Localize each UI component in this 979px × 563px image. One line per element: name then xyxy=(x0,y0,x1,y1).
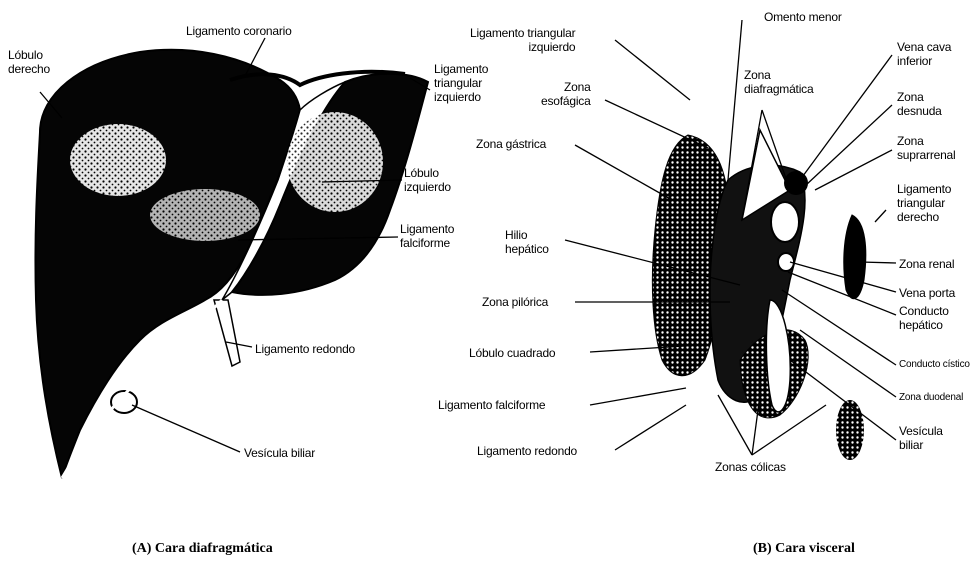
label-zonas-colicas: Zonas cólicas xyxy=(715,460,786,474)
label-lobulo-derecho: Lóbulo derecho xyxy=(8,48,50,76)
label-zona-desnuda: Zona desnuda xyxy=(897,90,942,118)
label-vena-porta: Vena porta xyxy=(899,286,955,300)
label-zona-gastrica: Zona gástrica xyxy=(476,137,546,151)
label-ligamento-triangular-derecho: Ligamento triangular derecho xyxy=(897,182,951,224)
leader-zonas-colicas-1 xyxy=(718,395,752,455)
label-conducto-cistico: Conducto cístico xyxy=(899,358,970,372)
label-zona-esofagica: Zona esofágica xyxy=(541,80,591,108)
label-ligamento-falciforme-a: Ligamento falciforme xyxy=(400,222,454,250)
leader-zona-duodenal xyxy=(800,330,896,397)
label-zona-diafragmatica: Zona diafragmática xyxy=(744,68,813,96)
label-ligamento-falciforme-b: Ligamento falciforme xyxy=(438,398,545,412)
label-ligamento-coronario: Ligamento coronario xyxy=(186,24,292,38)
label-ligamento-triangular-izquierdo-a: Ligamento triangular izquierdo xyxy=(434,62,488,104)
label-ligamento-redondo-a: Ligamento redondo xyxy=(255,342,355,356)
leader-vesicula-a xyxy=(132,405,240,452)
caption-panel-a: (A) Cara diafragmática xyxy=(132,541,273,557)
label-hilio-hepatico: Hilio hepático xyxy=(505,228,549,256)
label-omento-menor: Omento menor xyxy=(764,10,842,24)
right-lobe-highlight-2 xyxy=(150,189,260,241)
duodenal-zone xyxy=(836,400,864,460)
leader-zona-esofagica xyxy=(605,100,708,148)
leader-lig-redondo-b xyxy=(615,405,686,450)
leader-zona-suprarrenal xyxy=(815,150,892,190)
leader-lig-falciforme-b xyxy=(590,388,686,405)
leader-zona-gastrica xyxy=(575,145,672,200)
label-zona-duodenal: Zona duodenal xyxy=(899,391,963,405)
label-ligamento-triangular-izquierdo-b: Ligamento triangular izquierdo xyxy=(470,26,575,54)
leader-vena-porta xyxy=(790,262,896,292)
porta-structure-1 xyxy=(771,202,799,242)
label-zona-suprarrenal: Zona suprarrenal xyxy=(897,134,956,162)
label-vesicula-biliar-b: Vesícula biliar xyxy=(899,424,943,452)
label-zona-renal: Zona renal xyxy=(899,257,954,271)
label-zona-pilorica: Zona pilórica xyxy=(482,295,548,309)
label-vena-cava-inferior: Vena cava inferior xyxy=(897,40,951,68)
round-ligament xyxy=(214,300,240,366)
left-lobe-highlight xyxy=(287,112,383,212)
label-lobulo-cuadrado: Lóbulo cuadrado xyxy=(469,346,555,360)
gallbladder-b xyxy=(766,300,790,412)
leader-lig-triangular-der xyxy=(875,210,886,222)
leader-lig-triangular-izq-b xyxy=(615,40,690,100)
right-lobe-highlight xyxy=(70,124,166,196)
leader-omento-menor xyxy=(728,20,742,180)
panel-b-liver xyxy=(565,20,896,460)
label-lobulo-izquierdo: Lóbulo izquierdo xyxy=(404,166,451,194)
label-conducto-hepatico: Conducto hepático xyxy=(899,304,949,332)
label-ligamento-redondo-b: Ligamento redondo xyxy=(477,444,577,458)
caption-panel-b: (B) Cara visceral xyxy=(753,541,855,557)
panel-a-liver xyxy=(35,38,430,478)
leader-conducto-hepatico xyxy=(788,272,896,315)
renal-impression xyxy=(844,215,866,299)
label-vesicula-biliar-a: Vesícula biliar xyxy=(244,446,315,460)
